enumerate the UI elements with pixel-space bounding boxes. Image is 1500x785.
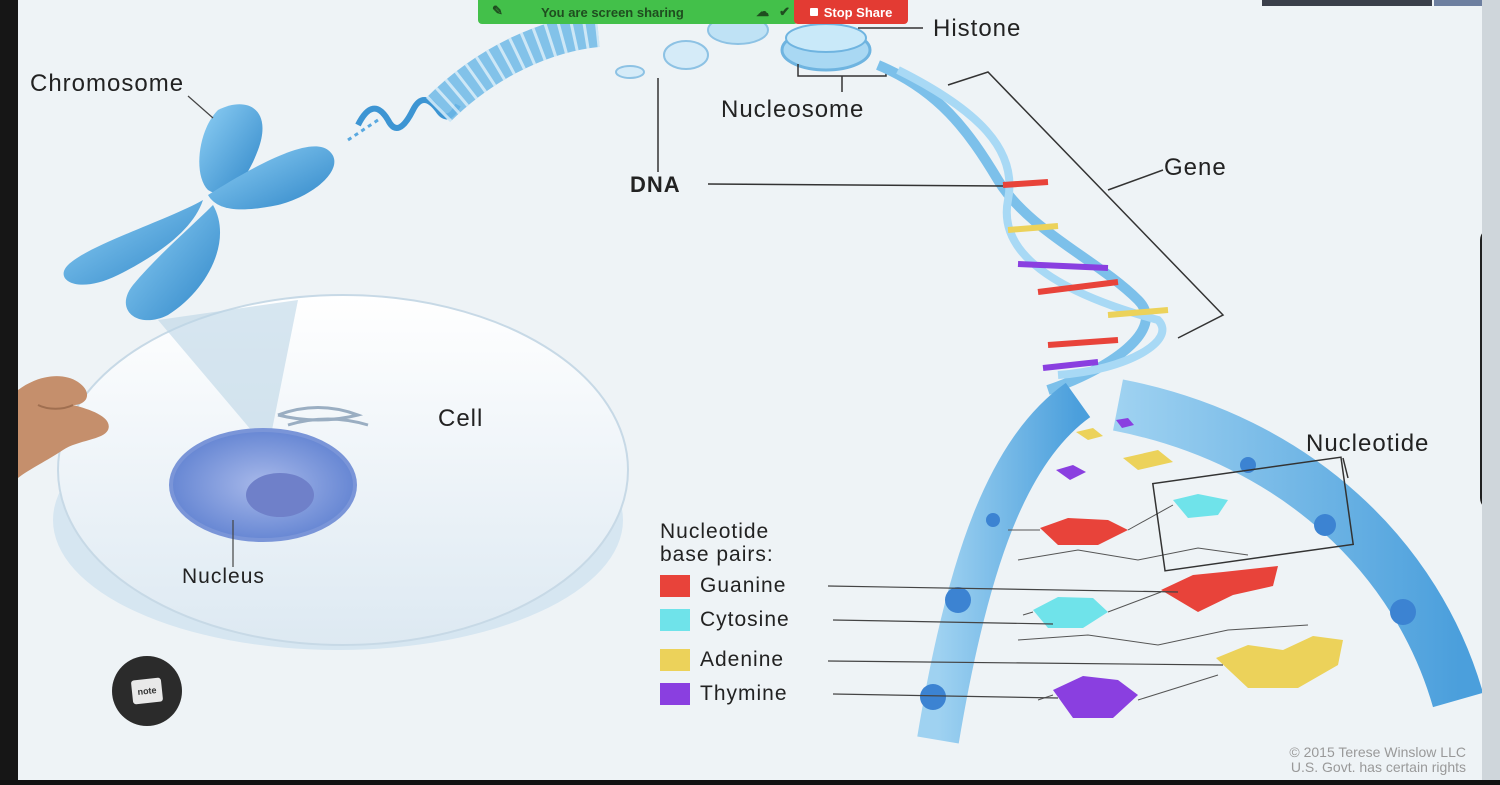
legend-title-line1: Nucleotide <box>660 520 770 543</box>
credit-line2: U.S. Govt. has certain rights <box>1290 759 1466 775</box>
dna-helix-lower <box>917 379 1482 744</box>
right-side-toolbar: ▢ ✎ ⧉ Σ ⊖ <box>1480 228 1482 510</box>
note-button[interactable]: note <box>112 656 182 726</box>
copyright-credit: © 2015 Terese Winslow LLC U.S. Govt. has… <box>1226 745 1466 775</box>
credit-line1: © 2015 Terese Winslow LLC <box>1289 744 1466 760</box>
legend-swatch-cytosine <box>660 609 690 631</box>
monitor-bezel-bottom <box>0 780 1500 785</box>
screen-sharing-bar[interactable]: ✎ You are screen sharing ☁ ✔ <box>478 0 798 24</box>
stop-share-button[interactable]: Stop Share <box>794 0 908 24</box>
shield-check-icon[interactable]: ✔ <box>779 4 790 19</box>
note-icon: note <box>130 677 164 705</box>
label-histone: Histone <box>933 15 1022 42</box>
monitor-bezel-right <box>1482 0 1500 785</box>
legend-label: Adenine <box>700 648 785 671</box>
legend-leader-lines <box>187 95 1224 699</box>
monitor-bezel-left <box>0 0 18 785</box>
legend-swatch-adenine <box>660 649 690 671</box>
label-nucleus: Nucleus <box>182 565 265 588</box>
legend-item-guanine: Guanine <box>660 574 786 598</box>
dna-diagram-illustration <box>18 13 1482 744</box>
label-dna: DNA <box>630 172 681 197</box>
chromosome-illustration <box>63 13 600 321</box>
label-nucleotide: Nucleotide <box>1306 430 1430 457</box>
legend-title: Nucleotide base pairs: <box>660 520 774 566</box>
label-cell: Cell <box>438 405 484 432</box>
legend-label: Cytosine <box>700 608 790 631</box>
legend-item-thymine: Thymine <box>660 682 788 706</box>
legend-swatch-thymine <box>660 683 690 705</box>
top-window-strip <box>1262 0 1432 6</box>
label-chromosome: Chromosome <box>30 70 185 97</box>
legend-label: Guanine <box>700 574 787 597</box>
dna-helix-upper <box>707 60 1225 395</box>
cloud-icon[interactable]: ☁ <box>756 4 770 19</box>
legend-item-cytosine: Cytosine <box>660 608 790 632</box>
legend-swatch-guanine <box>660 575 690 597</box>
label-gene: Gene <box>1164 154 1227 181</box>
nucleosome-illustration <box>615 15 923 172</box>
legend-label: Thymine <box>700 682 788 705</box>
top-window-strip-accent <box>1434 0 1482 6</box>
legend-item-adenine: Adenine <box>660 648 784 672</box>
shared-screen: Chromosome Histone Nucleosome DNA Gene C… <box>18 0 1482 780</box>
pin-icon[interactable]: ✎ <box>492 3 503 18</box>
legend-title-line2: base pairs: <box>660 543 774 566</box>
label-nucleosome: Nucleosome <box>721 96 865 123</box>
cell-illustration <box>53 294 629 650</box>
stop-square-icon <box>809 8 818 16</box>
stop-share-label: Stop Share <box>823 4 893 20</box>
screen-sharing-message: You are screen sharing <box>541 4 684 20</box>
presenter-hand <box>18 376 109 478</box>
